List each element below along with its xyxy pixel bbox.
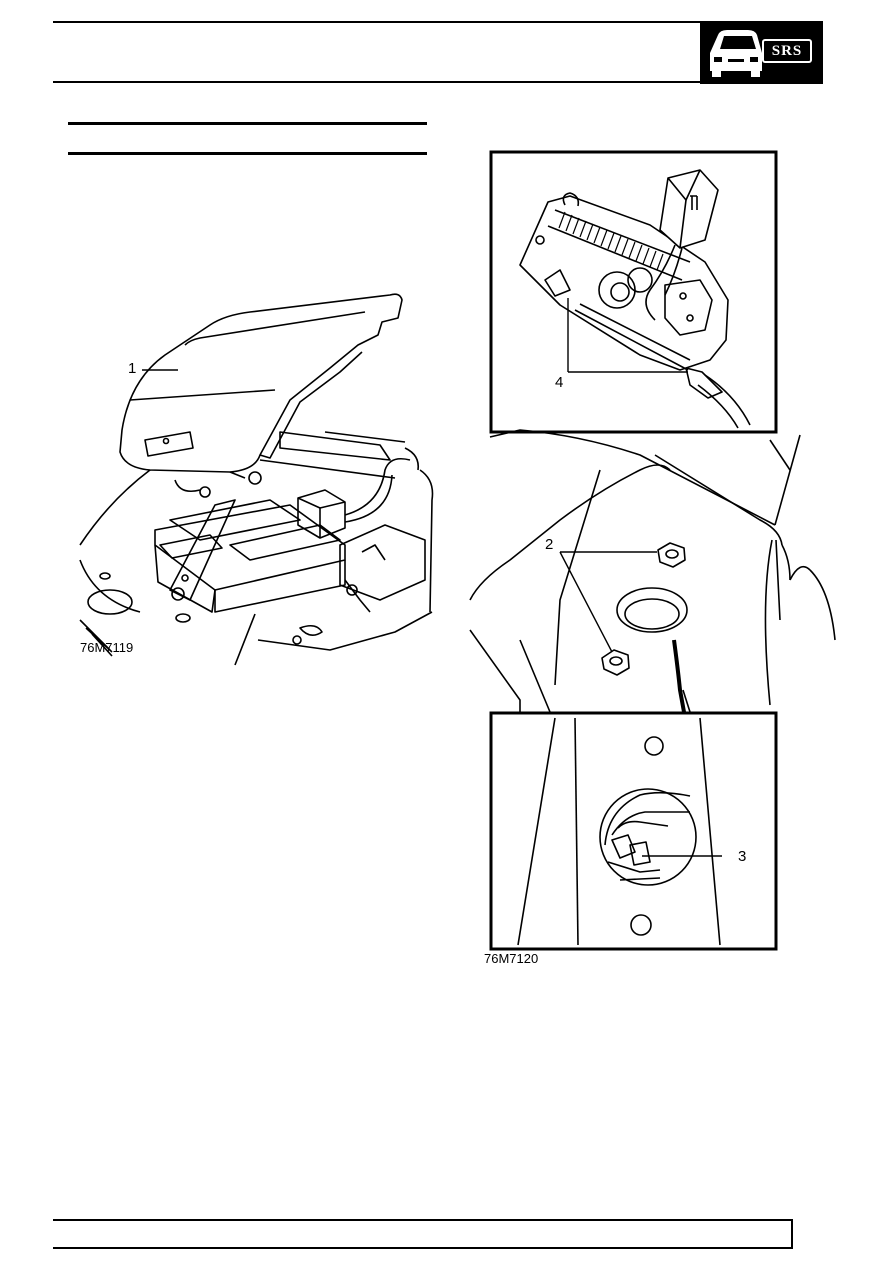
header-top-rule xyxy=(53,21,700,23)
page-footer-box xyxy=(53,1219,793,1249)
car-front-icon xyxy=(710,30,762,77)
callout-3: 3 xyxy=(738,848,747,865)
callout-1: 1 xyxy=(128,360,137,377)
srs-label: SRS xyxy=(762,39,812,63)
section-title-top-rule xyxy=(68,122,427,125)
callout-4: 4 xyxy=(555,374,564,391)
section-title-bottom-rule xyxy=(68,152,427,155)
figure-id-left: 76M7119 xyxy=(80,640,134,655)
header-bottom-rule xyxy=(53,81,700,83)
figure-id-right: 76M7120 xyxy=(484,951,539,966)
callout-2: 2 xyxy=(545,536,554,553)
srs-section-badge: SRS xyxy=(700,21,823,84)
